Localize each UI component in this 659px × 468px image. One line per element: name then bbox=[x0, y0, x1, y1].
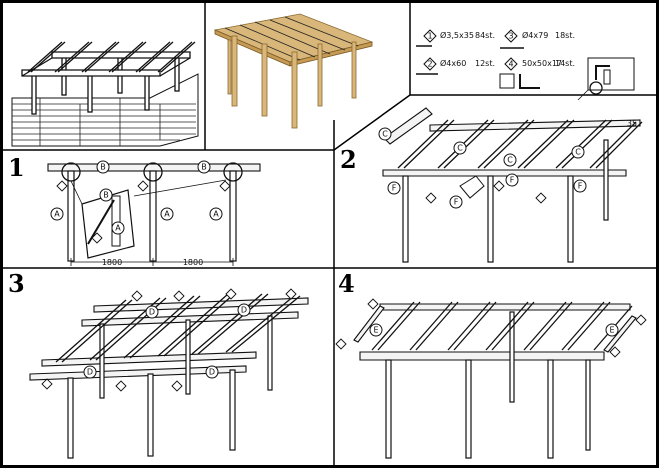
step2-bracket-shape bbox=[459, 175, 485, 199]
step-1-panel: 1 bbox=[8, 153, 261, 267]
label-c-3: C bbox=[507, 156, 513, 165]
part-2-size: Ø4x60 bbox=[440, 58, 466, 68]
part-2: 2 Ø4x60 12st. bbox=[416, 57, 495, 75]
step2-zoom-circle bbox=[589, 81, 603, 95]
bracket-detail bbox=[577, 57, 635, 101]
label-d-1: D bbox=[149, 308, 155, 317]
label-f-2: F bbox=[454, 198, 459, 207]
part-4-size: 50x50x17 bbox=[522, 59, 562, 68]
step2-posts bbox=[402, 139, 609, 263]
part-4-qty: 14st. bbox=[555, 59, 575, 68]
label-b-2: B bbox=[201, 163, 207, 172]
label-a-2: A bbox=[164, 210, 170, 219]
label-d-3: D bbox=[87, 368, 93, 377]
divider-step2-frame bbox=[333, 94, 657, 151]
step1-labels: B B B A A A A bbox=[50, 160, 223, 235]
deck-boards bbox=[12, 98, 196, 146]
step-2-panel: 2 bbox=[340, 81, 643, 263]
part-1-num: 1 bbox=[427, 32, 432, 41]
label-d-4: D bbox=[209, 368, 215, 377]
step1-dimensions: 1800 1800 bbox=[70, 258, 234, 267]
label-a-3: A bbox=[213, 210, 219, 219]
step-3-panel: 3 bbox=[8, 269, 309, 459]
step3-beam-front-2 bbox=[29, 365, 247, 381]
part-4: 4 50x50x17 14st. bbox=[499, 57, 575, 89]
label-f-4: F bbox=[578, 182, 583, 191]
step-2-number: 2 bbox=[340, 145, 357, 174]
label-a-1: A bbox=[54, 210, 60, 219]
dim-span-left: 1800 bbox=[102, 258, 122, 267]
part-3-qty: 18st. bbox=[555, 31, 575, 40]
label-d-2: D bbox=[241, 306, 247, 315]
step4-posts bbox=[385, 311, 591, 459]
step3-screw-callouts bbox=[41, 288, 297, 392]
step-4-panel: 4 bbox=[335, 269, 647, 459]
part-1-qty: 84st. bbox=[475, 31, 495, 40]
label-e-1: E bbox=[373, 326, 378, 335]
part-2-qty: 12st. bbox=[475, 59, 495, 68]
step2-screw-callouts bbox=[425, 180, 547, 204]
step4-labels: E E bbox=[369, 323, 619, 337]
step3-rafters bbox=[55, 293, 301, 363]
step4-beam-front bbox=[359, 351, 605, 361]
overview-drawing bbox=[11, 41, 199, 147]
part-3-size: Ø4x79 bbox=[522, 30, 548, 40]
label-f-1: F bbox=[392, 184, 397, 193]
step-1-number: 1 bbox=[8, 153, 25, 182]
step3-labels: D D D D bbox=[83, 303, 251, 379]
step3-beam-front-1 bbox=[41, 351, 257, 367]
step-3-number: 3 bbox=[8, 269, 25, 298]
parts-legend: 1 Ø3,5x35 84st. 2 Ø4x60 12st. 3 Ø4x79 18… bbox=[416, 29, 635, 101]
step2-labels: C C C C F F F F 35 bbox=[378, 119, 637, 209]
part-1: 1 Ø3,5x35 84st. bbox=[416, 29, 495, 47]
render-posts bbox=[227, 35, 357, 129]
part-4-num: 4 bbox=[508, 60, 513, 69]
step1-screw-callouts bbox=[56, 180, 231, 192]
label-c-4: C bbox=[575, 148, 581, 157]
label-e-2: E bbox=[609, 326, 614, 335]
label-b-detail: B bbox=[103, 191, 109, 200]
product-render bbox=[213, 13, 374, 129]
part-3: 3 Ø4x79 18st. bbox=[500, 29, 575, 49]
step2-rafter-lift bbox=[383, 107, 433, 145]
step4-side-right bbox=[603, 315, 637, 353]
step4-side-left bbox=[353, 305, 385, 343]
overview-rafters bbox=[27, 41, 196, 73]
step1-zoom-detail bbox=[70, 179, 227, 259]
label-c-2: C bbox=[457, 144, 463, 153]
part-2-num: 2 bbox=[427, 60, 432, 69]
step2-note: 35 bbox=[627, 119, 637, 128]
roof-edge-right bbox=[289, 41, 373, 67]
part-1-size: Ø3,5x35 bbox=[440, 30, 474, 40]
label-f-3: F bbox=[510, 176, 515, 185]
label-a-detail: A bbox=[115, 224, 121, 233]
step3-posts bbox=[67, 315, 273, 459]
part-3-num: 3 bbox=[508, 32, 513, 41]
step2-beam-front bbox=[382, 169, 627, 177]
dim-span-right: 1800 bbox=[183, 258, 203, 267]
step-4-number: 4 bbox=[338, 269, 355, 298]
step4-rafters bbox=[371, 301, 633, 351]
label-b-1: B bbox=[100, 163, 106, 172]
step4-screw-callouts bbox=[335, 298, 647, 358]
step2-beam-back bbox=[429, 119, 641, 132]
label-c-1: C bbox=[382, 130, 388, 139]
